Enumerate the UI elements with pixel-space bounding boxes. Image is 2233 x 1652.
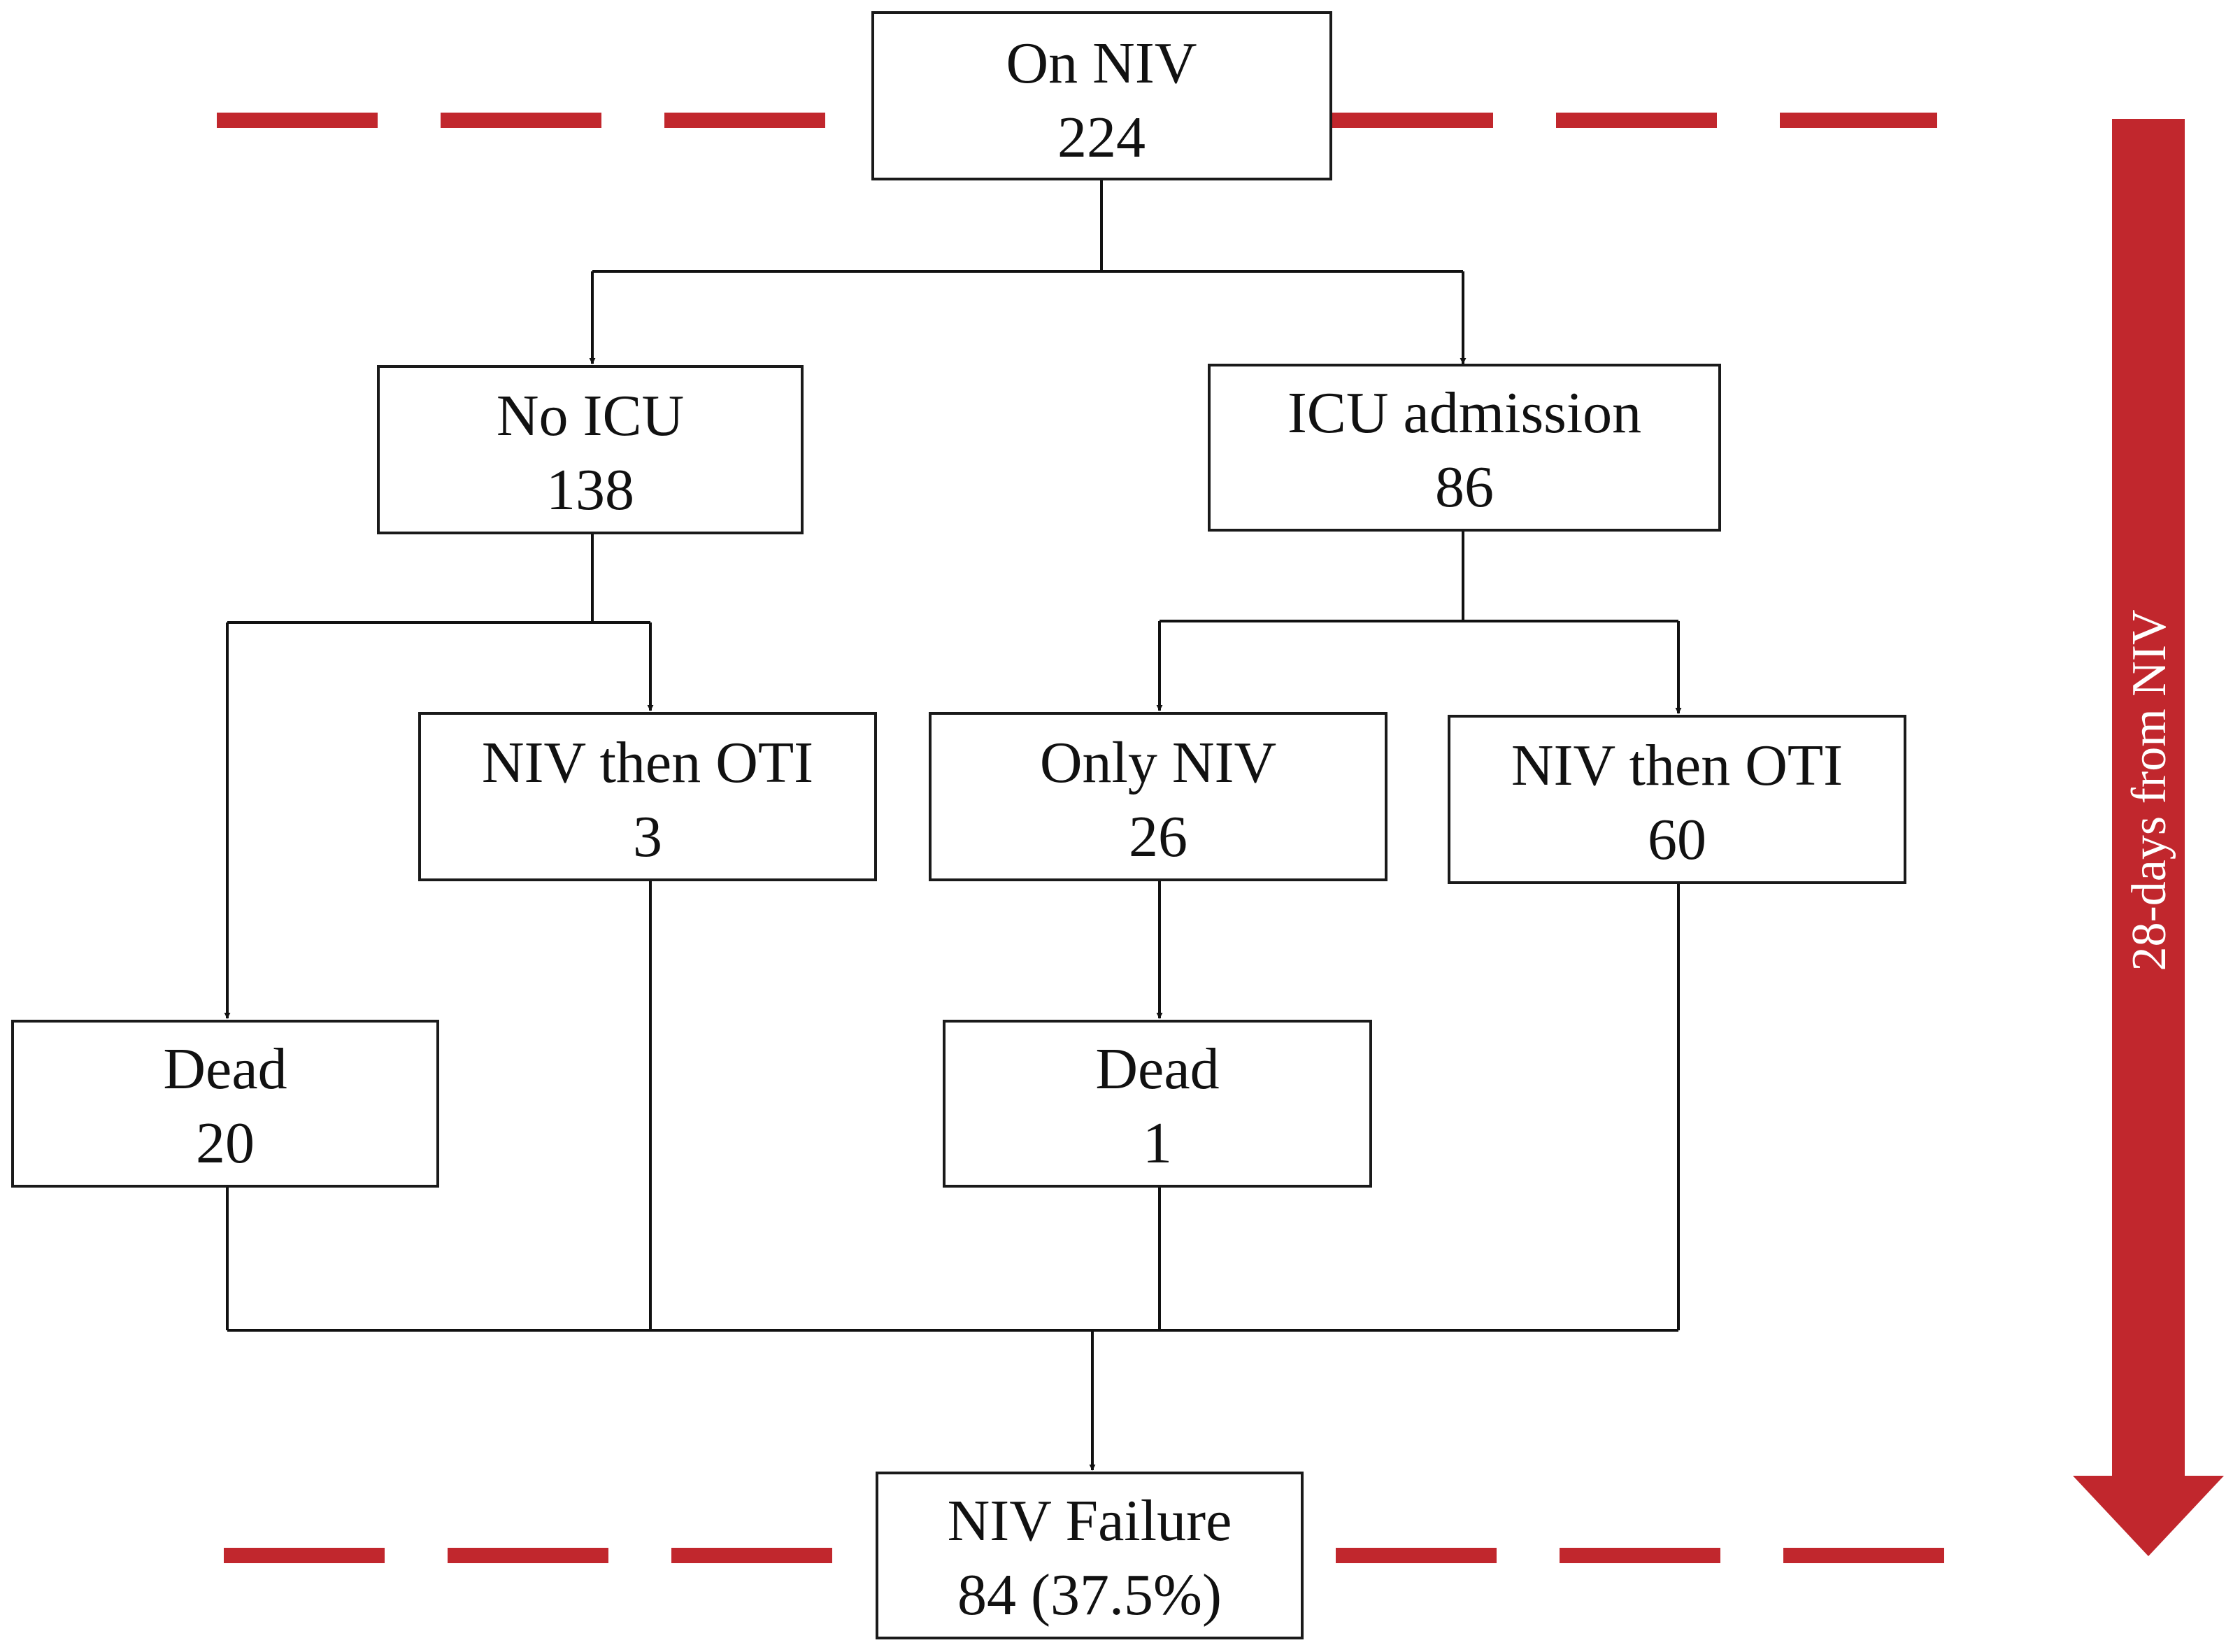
node-no-icu-dead-value: 20 bbox=[196, 1111, 255, 1176]
node-niv-failure-value: 84 (37.5%) bbox=[957, 1562, 1222, 1628]
node-icu-admission-value: 86 bbox=[1435, 455, 1494, 520]
timeline-arrow-shape bbox=[2073, 119, 2224, 1556]
node-icu-niv-then-oti-box bbox=[1448, 715, 1906, 884]
node-only-niv-dead-value: 1 bbox=[1143, 1111, 1172, 1176]
node-only-niv-box bbox=[929, 712, 1387, 881]
node-on-niv-label: On NIV bbox=[1006, 31, 1197, 96]
node-no-icu-niv-then-oti-box bbox=[418, 712, 877, 881]
node-on-niv-value: 224 bbox=[1057, 105, 1146, 170]
node-niv-failure-box bbox=[876, 1472, 1304, 1639]
node-niv-failure-label: NIV Failure bbox=[948, 1488, 1232, 1553]
node-icu-admission: ICU admission 86 bbox=[1208, 364, 1721, 532]
node-only-niv-dead: Dead 1 bbox=[943, 1020, 1372, 1188]
node-on-niv-box bbox=[871, 11, 1332, 180]
node-no-icu-dead-box bbox=[11, 1020, 439, 1188]
node-on-niv: On NIV 224 bbox=[871, 11, 1332, 180]
node-only-niv-dead-box bbox=[943, 1020, 1372, 1188]
node-icu-admission-label: ICU admission bbox=[1287, 380, 1641, 446]
node-no-icu-dead-label: Dead bbox=[163, 1037, 287, 1102]
node-only-niv-value: 26 bbox=[1129, 804, 1187, 869]
node-niv-failure: NIV Failure 84 (37.5%) bbox=[876, 1472, 1304, 1639]
node-icu-admission-box bbox=[1208, 364, 1721, 532]
node-no-icu-box bbox=[377, 365, 804, 534]
node-no-icu-label: No ICU bbox=[497, 383, 684, 448]
timeline-label: 28-days from NIV bbox=[2123, 609, 2176, 971]
node-only-niv: Only NIV 26 bbox=[929, 712, 1387, 881]
node-only-niv-label: Only NIV bbox=[1040, 730, 1276, 795]
node-no-icu-niv-then-oti: NIV then OTI 3 bbox=[418, 712, 877, 881]
node-icu-niv-then-oti-label: NIV then OTI bbox=[1511, 733, 1843, 798]
node-no-icu-value: 138 bbox=[546, 457, 634, 522]
node-no-icu-niv-then-oti-value: 3 bbox=[633, 804, 662, 869]
node-only-niv-dead-label: Dead bbox=[1095, 1037, 1219, 1102]
node-icu-niv-then-oti-value: 60 bbox=[1648, 807, 1706, 872]
timeline-arrow: 28-days from NIV bbox=[2073, 119, 2224, 1556]
node-no-icu-niv-then-oti-label: NIV then OTI bbox=[482, 730, 813, 795]
node-icu-niv-then-oti: NIV then OTI 60 bbox=[1448, 715, 1906, 884]
node-no-icu: No ICU 138 bbox=[377, 365, 804, 534]
node-no-icu-dead: Dead 20 bbox=[11, 1020, 439, 1188]
connectors bbox=[224, 179, 1682, 1471]
